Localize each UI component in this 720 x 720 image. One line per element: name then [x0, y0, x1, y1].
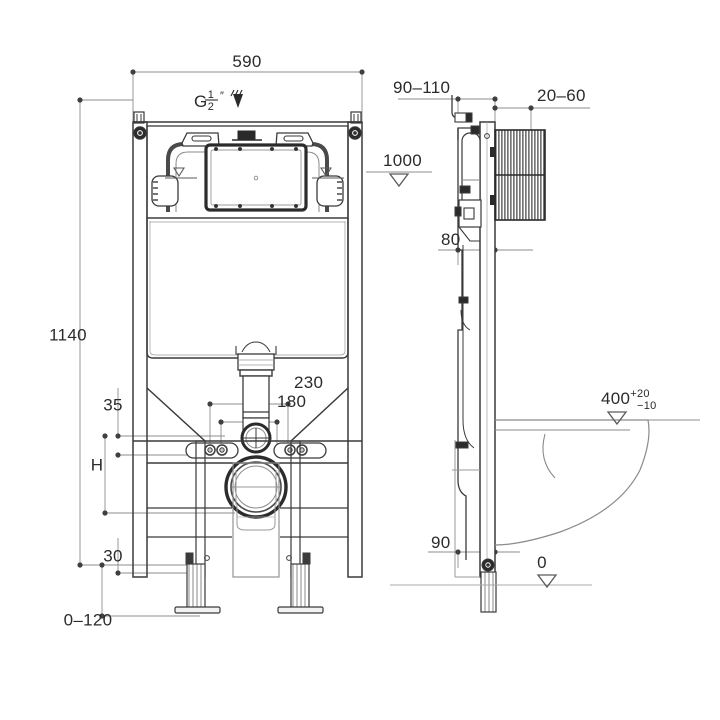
inlet-label-G: G: [194, 92, 208, 111]
level-label-1000: 1000: [383, 151, 422, 170]
side-view-section: [451, 95, 497, 613]
bolt-mounting-rail: [133, 387, 362, 464]
dimension-terminators: [77, 69, 534, 619]
level-400-value: 400: [601, 389, 630, 408]
front-view-frame: [132, 111, 363, 578]
dim-bolt-spacing-230: 230: [294, 373, 323, 392]
dim-depth-20-60: 20–60: [537, 86, 586, 105]
toilet-bowl-profile: [390, 419, 650, 586]
frame-legs-and-feet: [147, 440, 348, 614]
level-label-400: 400+20−10: [601, 388, 657, 412]
dim-height-H: H: [91, 456, 104, 475]
dim-leg-range-0-120: 0–120: [64, 611, 113, 630]
dim-bolt-spacing-180: 180: [277, 392, 306, 411]
level-400-tol-minus: −10: [637, 400, 657, 412]
cistern-top-detail: [133, 126, 362, 212]
water-inlet-arrow-icon: [230, 89, 243, 108]
inlet-label-numerator: 1: [208, 89, 214, 101]
flush-pipe-and-outlet: [224, 341, 288, 531]
level-400-tol-plus: +20: [630, 388, 650, 400]
level-label-0: 0: [537, 553, 547, 572]
dim-depth-90-110: 90–110: [393, 78, 450, 97]
dim-offset-35: 35: [103, 396, 123, 415]
inlet-label-denominator: 2: [208, 101, 214, 113]
dim-width-590: 590: [232, 52, 261, 71]
datum-symbols: [388, 173, 628, 589]
dim-offset-30: 30: [103, 547, 123, 566]
dim-offset-80: 80: [441, 230, 461, 249]
dim-height-1140: 1140: [49, 326, 87, 345]
dim-offset-90: 90: [431, 533, 451, 552]
wall-hatch-block: [490, 129, 546, 221]
inlet-label-unit: ″: [220, 90, 224, 102]
water-inlet-label: G 1 2 ″: [194, 89, 224, 113]
